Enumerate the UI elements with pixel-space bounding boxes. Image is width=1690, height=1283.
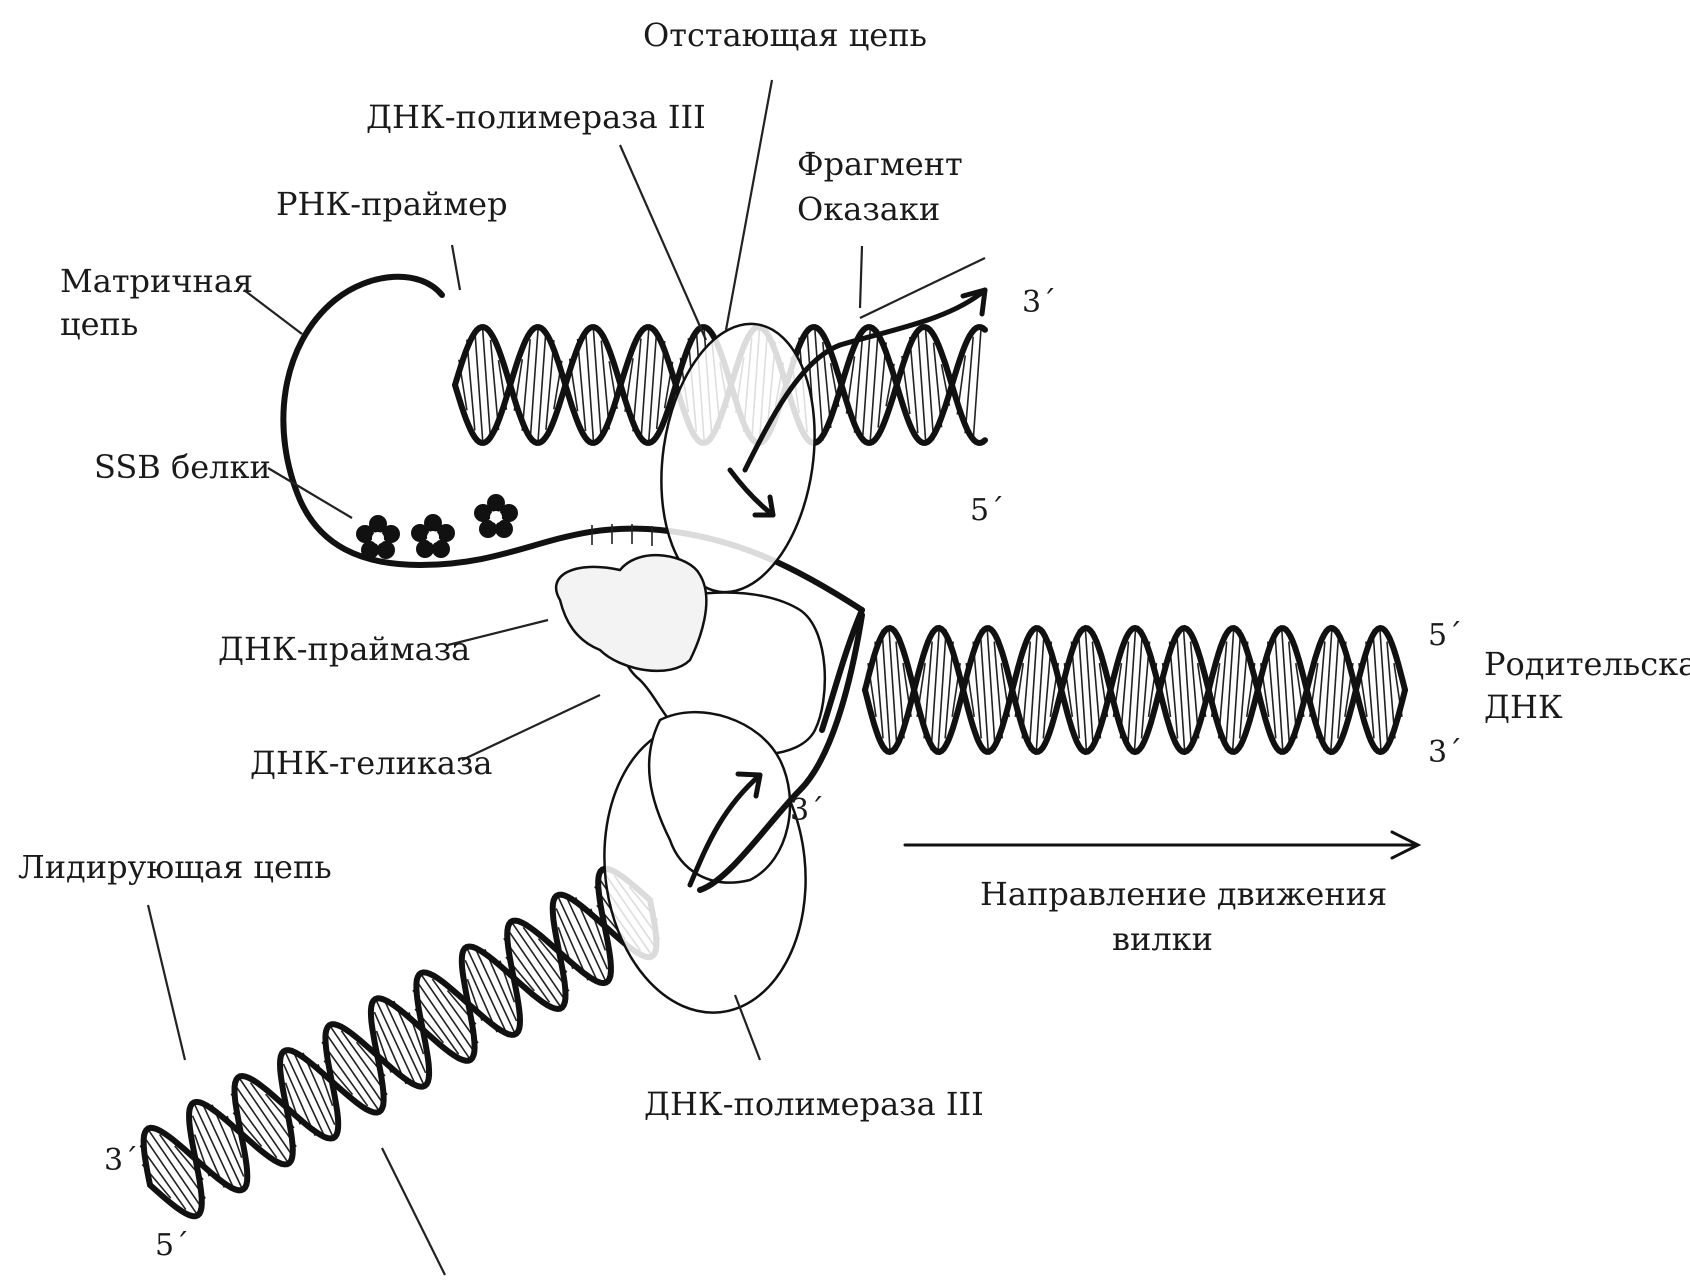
lagging-helix-base-pair — [862, 328, 870, 443]
leader-okazaki — [860, 246, 862, 308]
label-direction-line1: Направление движения — [980, 875, 1387, 913]
leader-primer — [452, 245, 460, 290]
leader-ssb — [268, 468, 352, 518]
end-lagging-5: 5´ — [970, 493, 1004, 528]
lagging-helix-base-pair — [870, 330, 878, 441]
end-leading-5: 5´ — [155, 1228, 189, 1263]
label-ssb: SSB белки — [94, 448, 271, 486]
label-parent-line2: ДНК — [1484, 688, 1563, 726]
end-okazaki-3: 3´ — [1022, 285, 1056, 320]
end-parent-5: 5´ — [1428, 618, 1462, 653]
label-parent-line1: Родительская — [1484, 645, 1690, 683]
label-direction-line2: вилки — [1112, 920, 1213, 958]
leader-okazaki2 — [860, 258, 985, 318]
label-template-line1: Матричная — [60, 262, 253, 300]
leader-poly-top — [620, 145, 706, 340]
lagging-helix-base-pair — [641, 328, 649, 442]
lagging-helix-base-pair — [483, 329, 491, 442]
leader-bottom — [382, 1148, 445, 1275]
label-okazaki-line1: Фрагмент — [797, 145, 963, 183]
end-leading-new-3: 3´ — [790, 793, 824, 828]
ssb-protein-3 — [474, 494, 518, 538]
lagging-helix-base-pair — [530, 328, 538, 441]
label-rna-primer: РНК-праймер — [276, 185, 508, 223]
label-template-line2: цепь — [60, 305, 138, 343]
lagging-helix-base-pair — [910, 337, 918, 433]
parent-dna-helix — [865, 628, 1405, 752]
ssb-protein-1 — [356, 515, 400, 559]
lagging-helix-base-pair — [475, 328, 483, 441]
label-leading-strand: Лидирующая цепь — [18, 848, 332, 886]
lagging-helix-base-pair — [918, 328, 926, 443]
label-helicase: ДНК-геликаза — [250, 744, 492, 782]
lagging-helix-base-pair — [926, 330, 934, 441]
lagging-helix-base-pair — [965, 337, 973, 434]
end-leading-3: 3´ — [104, 1143, 138, 1178]
lagging-helix-base-pair — [649, 329, 657, 441]
primase-shape — [556, 555, 706, 671]
lagging-helix-base-pair — [854, 337, 862, 432]
label-primase: ДНК-праймаза — [218, 630, 470, 668]
lagging-helix-base-pair — [593, 329, 601, 441]
label-lagging-strand: Отстающая цепь — [643, 16, 927, 54]
lagging-helix-base-pair — [585, 328, 593, 442]
lagging-helix-base-pair — [538, 329, 546, 442]
lagging-helix-base-pair — [815, 329, 823, 440]
label-okazaki-line2: Оказаки — [797, 190, 940, 228]
leading-helix-rungs — [140, 871, 660, 1215]
label-polymerase-top: ДНК-полимераза III — [366, 98, 706, 136]
leader-leading — [148, 905, 185, 1060]
parent-helix-rungs — [868, 630, 1402, 751]
leader-lagging — [726, 80, 772, 330]
label-polymerase-bottom: ДНК-полимераза III — [644, 1085, 984, 1123]
end-parent-3: 3´ — [1428, 735, 1462, 770]
lagging-helix-base-pair — [973, 328, 981, 443]
leading-strand-helix — [140, 869, 660, 1216]
ssb-protein-2 — [411, 514, 455, 558]
